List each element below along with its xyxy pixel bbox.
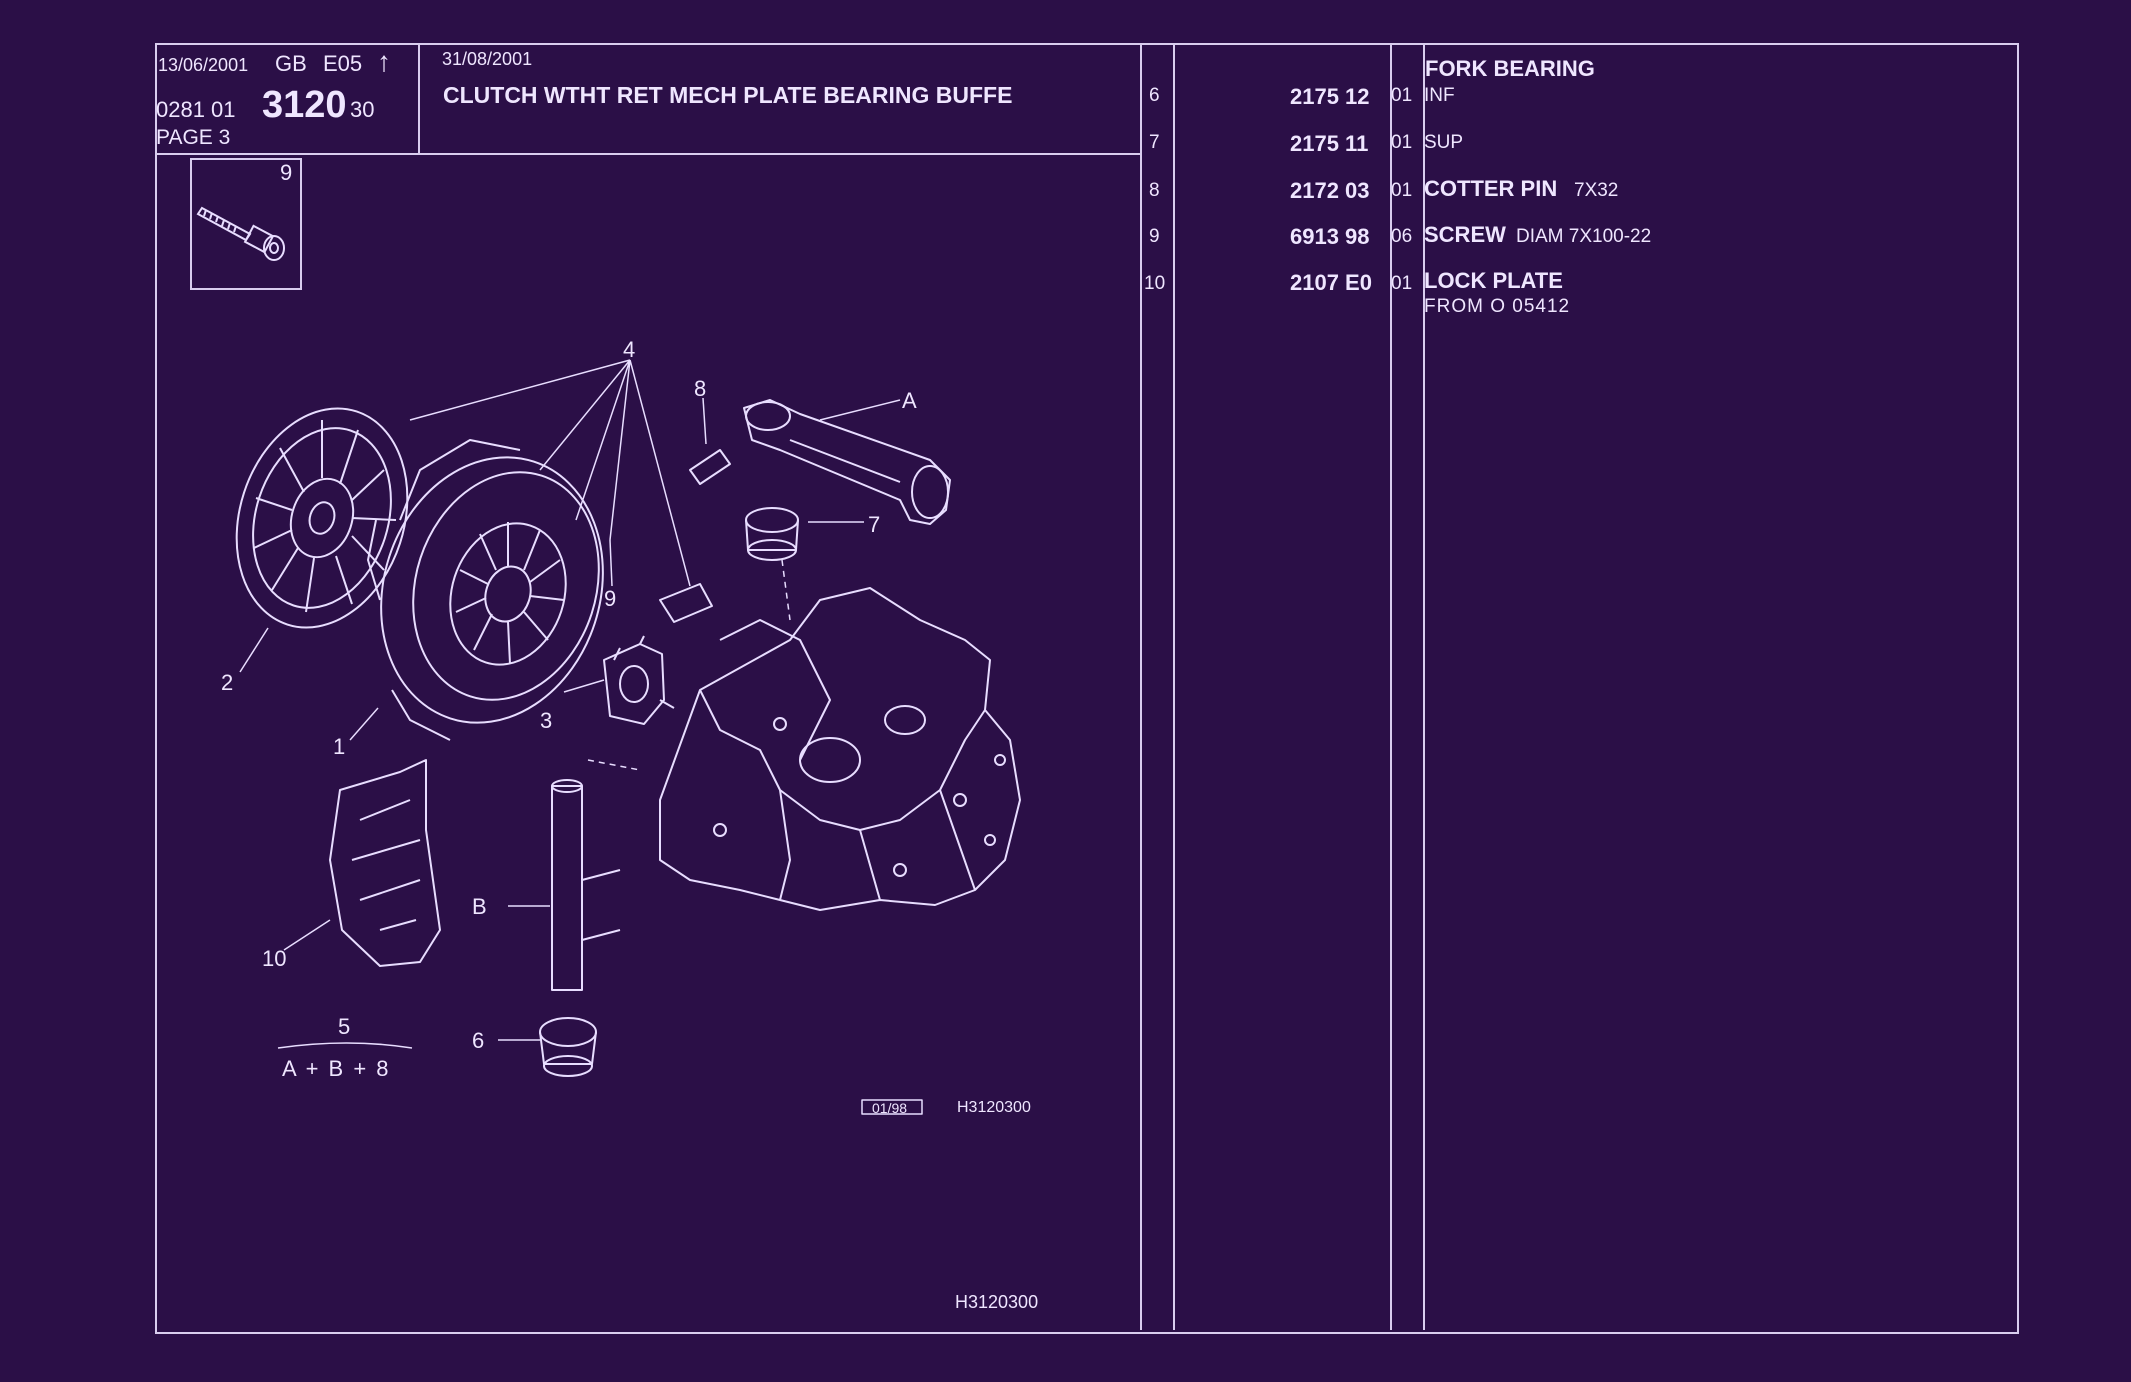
row-index: 10 bbox=[1144, 273, 1166, 294]
row-index: 6 bbox=[1149, 85, 1160, 106]
gearbox-housing-part bbox=[659, 587, 1021, 911]
stamp-box bbox=[861, 1099, 923, 1115]
pressure-plate-part bbox=[367, 439, 604, 741]
page-title: CLUTCH WTHT RET MECH PLATE BEARING BUFFE bbox=[443, 82, 1013, 108]
row-qty: 01 bbox=[1391, 85, 1413, 106]
row-qty: 01 bbox=[1391, 132, 1413, 153]
callout-4: 4 bbox=[623, 337, 636, 362]
row-desc: 7X32 bbox=[1574, 180, 1619, 201]
callout-A: A bbox=[902, 388, 917, 413]
header-arrow-icon: ↑ bbox=[377, 46, 391, 77]
column-divider-ref bbox=[1390, 43, 1392, 1330]
header-code-suffix: 30 bbox=[350, 97, 375, 122]
diagram-ref-inner: H3120300 bbox=[957, 1099, 1031, 1116]
callout-7: 7 bbox=[868, 512, 881, 537]
row-name: LOCK PLATE bbox=[1424, 268, 1563, 293]
column-divider-qty bbox=[1423, 43, 1425, 1330]
row-index: 8 bbox=[1149, 180, 1160, 201]
page-frame bbox=[155, 43, 2019, 1334]
row-note: FROM O 05412 bbox=[1424, 296, 1571, 317]
row-ref: 2175 12 bbox=[1290, 84, 1370, 109]
header-edition: E05 bbox=[323, 51, 363, 76]
stamp-text: 01/98 bbox=[872, 1100, 908, 1116]
callout-6: 6 bbox=[472, 1028, 485, 1053]
callout-9: 9 bbox=[604, 586, 617, 611]
row-index: 7 bbox=[1149, 132, 1160, 153]
row-qty: 06 bbox=[1391, 226, 1413, 247]
group-heading: FORK BEARING bbox=[1425, 56, 1595, 81]
lock-plate-part bbox=[329, 759, 441, 967]
callout-3: 3 bbox=[540, 708, 553, 733]
column-divider-diagram bbox=[1140, 43, 1142, 1330]
cotter-pin-part bbox=[659, 449, 731, 623]
header-date2: 31/08/2001 bbox=[442, 49, 533, 69]
release-bearing-part bbox=[603, 635, 675, 725]
callout-10: 10 bbox=[262, 946, 287, 971]
row-ref: 6913 98 bbox=[1290, 224, 1370, 249]
row-name: SCREW bbox=[1424, 222, 1506, 247]
header-page: PAGE 3 bbox=[156, 126, 231, 149]
row-name: COTTER PIN bbox=[1424, 176, 1558, 201]
diagram-ref-bottom: H3120300 bbox=[955, 1292, 1039, 1312]
callout-2: 2 bbox=[221, 670, 234, 695]
row-desc: INF bbox=[1424, 85, 1455, 106]
header-code-main: 3120 bbox=[262, 84, 347, 126]
bushing-6-part bbox=[539, 1017, 597, 1077]
row-desc: DIAM 7X100-22 bbox=[1516, 226, 1652, 247]
header-box-divider bbox=[418, 43, 420, 153]
callout-1: 1 bbox=[333, 734, 346, 759]
header-date1: 13/06/2001 bbox=[158, 55, 249, 75]
clutch-disc-part bbox=[235, 407, 409, 629]
header-code-prefix: 0281 01 bbox=[156, 97, 236, 122]
exploded-diagram bbox=[235, 359, 1021, 1115]
screw-icon bbox=[196, 206, 285, 261]
fork-shaft-part bbox=[551, 779, 621, 991]
detail-thumbnail bbox=[190, 158, 302, 290]
callout-B: B bbox=[472, 894, 487, 919]
row-ref: 2175 11 bbox=[1290, 131, 1369, 156]
row-desc: SUP bbox=[1424, 132, 1464, 153]
row-index: 9 bbox=[1149, 226, 1160, 247]
row-qty: 01 bbox=[1391, 273, 1413, 294]
row-ref: 2107 E0 bbox=[1290, 270, 1372, 295]
column-divider-index bbox=[1173, 43, 1175, 1330]
row-qty: 01 bbox=[1391, 180, 1413, 201]
formula-top: 5 bbox=[338, 1014, 351, 1039]
release-fork-part bbox=[743, 399, 951, 525]
leader-lines bbox=[239, 359, 901, 1049]
row-ref: 2172 03 bbox=[1290, 178, 1370, 203]
thumb-label: 9 bbox=[280, 160, 293, 185]
header-divider bbox=[155, 153, 1140, 155]
callout-8: 8 bbox=[694, 376, 707, 401]
header-lang: GB bbox=[275, 51, 307, 76]
formula-bottom: A + B + 8 bbox=[282, 1056, 391, 1081]
bushing-7-part bbox=[745, 507, 799, 561]
